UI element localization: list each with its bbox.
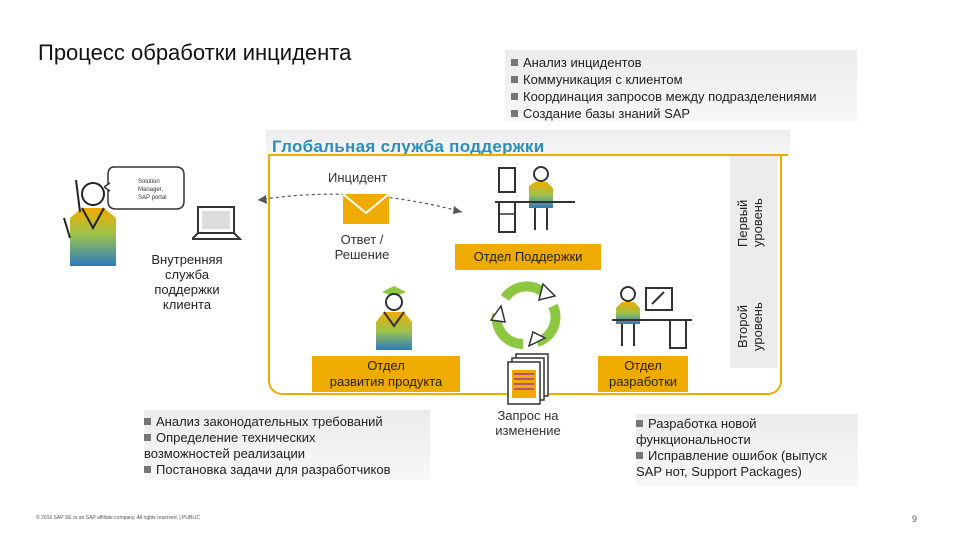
support-desk-icon [495,166,575,233]
product-dept-box: Отдел развития продукта [312,356,460,392]
document-stack-icon [507,353,549,405]
dev-bullet-continued: функциональности [636,432,751,447]
bullet-square-icon [511,76,518,83]
change-request-label: Запрос на изменение [495,408,561,438]
product-bullet: Определение технических [144,430,430,446]
product-bullets-panel: Анализ законодательных требований Опреде… [144,410,430,480]
support-dept-box: Отдел Поддержки [455,244,601,270]
dev-bullets-panel: Разработка новой функциональности Исправ… [636,414,858,486]
bullet-square-icon [144,466,151,473]
page-title: Процесс обработки инцидента [38,40,352,65]
speech-bubble-text: Solution Manager, SAP portal [138,179,167,201]
page-number: 9 [912,514,918,524]
global-support-header-bg [266,130,790,156]
bullet-square-icon [511,110,518,117]
frame-top-line [268,154,788,156]
top-bullet: Коммуникация с клиентом [511,71,857,88]
answer-label: Ответ / Решение [334,232,390,262]
top-bullet: Создание базы знаний SAP [511,105,857,122]
developer-desk-icon [612,286,692,349]
bullet-square-icon [144,418,151,425]
product-bullet: Постановка задачи для разработчиков [144,462,430,478]
envelope-icon [342,193,390,224]
dev-bullet: Разработка новой [636,416,858,432]
incident-label: Инцидент [328,170,388,185]
top-bullet: Анализ инцидентов [511,54,857,71]
top-bullets-panel: Анализ инцидентов Коммуникация с клиенто… [505,50,857,122]
speech-bubble-icon [104,166,185,210]
product-bullet: Анализ законодательных требований [144,414,430,430]
cycle-arrows-icon [489,281,561,350]
bullet-square-icon [144,434,151,441]
global-support-title: Глобальная служба поддержки [272,137,545,156]
product-bullet-continued: возможностей реализации [144,446,306,461]
bullet-square-icon [636,452,643,459]
top-bullet: Координация запросов между подразделения… [511,88,857,105]
customer-person-icon [63,179,116,266]
dev-bullet: Исправление ошибок (выпуск [636,448,858,464]
footer-copyright: © 2016 SAP SE or an SAP affiliate compan… [36,515,201,521]
dev-dept-box: Отдел разработки [598,356,688,392]
bullet-square-icon [636,420,643,427]
customer-label: Внутренняя служба поддержки клиента [151,252,223,312]
levels-strip [730,156,778,368]
product-dept-person-icon [376,286,412,350]
bullet-square-icon [511,59,518,66]
laptop-icon [192,206,242,240]
dev-bullet-continued: SAP нот, Support Packages) [636,464,802,479]
bullet-square-icon [511,93,518,100]
